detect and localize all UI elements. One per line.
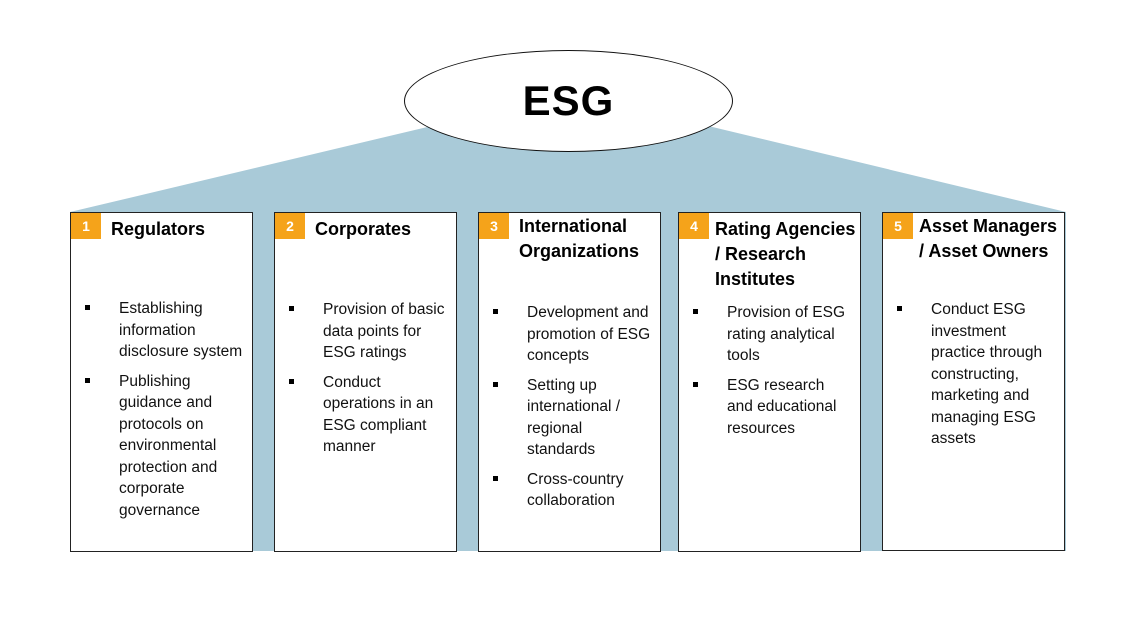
stakeholder-card-asset-managers: 5 Asset Managers / Asset Owners Conduct … [882,212,1065,551]
bullet-square-icon [693,381,698,387]
stakeholder-card-international-organizations: 3 International Organizations Developmen… [478,212,661,552]
list-item: Provision of basic data points for ESG r… [289,299,448,364]
list-item: Establishing information disclosure syst… [85,298,244,363]
stakeholder-card-regulators: 1 Regulators Establishing information di… [70,212,253,552]
diagram-title: ESG [522,77,615,124]
point-text: Provision of ESG rating analytical tools [727,304,846,364]
card-title: International Organizations [519,216,640,261]
point-text: Conduct operations in an ESG compliant m… [323,373,434,456]
list-item: Provision of ESG rating analytical tools [693,302,852,367]
point-text: Cross-country collaboration [527,470,624,510]
point-text: Establishing information disclosure syst… [119,300,243,360]
card-points-list: Development and promotion of ESG concept… [493,302,652,520]
card-number-badge: 5 [883,213,913,239]
point-text: Setting up international / regional stan… [527,376,621,459]
card-title: Regulators [111,219,206,239]
card-number-badge: 4 [679,213,709,239]
stakeholder-card-corporates: 2 Corporates Provision of basic data poi… [274,212,457,552]
card-title: Corporates [315,219,412,239]
list-item: Conduct operations in an ESG compliant m… [289,372,448,458]
point-text: Publishing guidance and protocols on env… [119,372,218,519]
list-item: Development and promotion of ESG concept… [493,302,652,367]
list-item: Publishing guidance and protocols on env… [85,371,244,522]
card-points-list: Provision of basic data points for ESG r… [289,299,448,466]
card-points-list: Establishing information disclosure syst… [85,298,244,529]
bullet-square-icon [897,306,902,311]
card-title: Asset Managers / Asset Owners [919,216,1058,261]
bullet-square-icon [85,305,90,310]
list-item: ESG research and educational resources [693,375,852,440]
bullet-square-icon [493,309,498,314]
card-number-badge: 1 [71,213,101,239]
bullet-square-icon [289,306,294,311]
point-text: Conduct ESG investment practice through … [931,301,1043,447]
card-number-badge: 2 [275,213,305,239]
esg-title-ellipse: ESG [404,50,733,152]
point-text: Provision of basic data points for ESG r… [323,301,445,361]
bullet-square-icon [693,309,698,314]
bullet-square-icon [493,475,498,481]
card-title: Rating Agencies / Research Institutes [715,219,856,289]
point-text: ESG research and educational resources [727,376,837,437]
bullet-square-icon [289,378,294,384]
list-item: Setting up international / regional stan… [493,375,652,461]
list-item: Conduct ESG investment practice through … [897,299,1056,450]
list-item: Cross-country collaboration [493,469,652,512]
card-points-list: Provision of ESG rating analytical tools… [693,302,852,447]
bullet-square-icon [85,377,90,383]
stakeholder-card-rating-agencies: 4 Rating Agencies / Research Institutes … [678,212,861,552]
bullet-square-icon [493,381,498,387]
card-points-list: Conduct ESG investment practice through … [897,299,1056,458]
point-text: Development and promotion of ESG concept… [527,304,651,364]
card-number-badge: 3 [479,213,509,239]
